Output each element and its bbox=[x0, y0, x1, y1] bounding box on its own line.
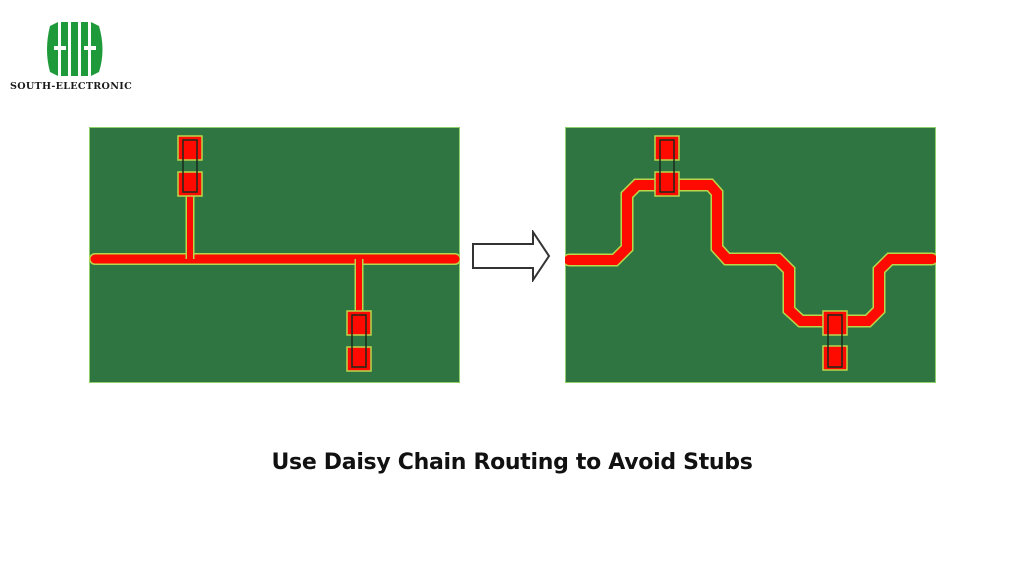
south-electronic-logo-icon bbox=[47, 22, 103, 76]
diagram-caption: Use Daisy Chain Routing to Avoid Stubs bbox=[271, 450, 753, 475]
brand-logo: SOUTH-ELECTRONIC bbox=[8, 20, 138, 94]
pcb-daisy-chain-routing bbox=[565, 127, 936, 383]
component-top bbox=[177, 135, 203, 197]
component-bottom bbox=[822, 310, 848, 371]
pcb-stub-routing bbox=[89, 127, 460, 383]
brand-name: SOUTH-ELECTRONIC bbox=[10, 81, 133, 92]
right-arrow-icon bbox=[470, 228, 552, 284]
component-bottom bbox=[346, 310, 372, 372]
component-top bbox=[654, 135, 680, 197]
daisy-chain-trace bbox=[565, 178, 936, 328]
